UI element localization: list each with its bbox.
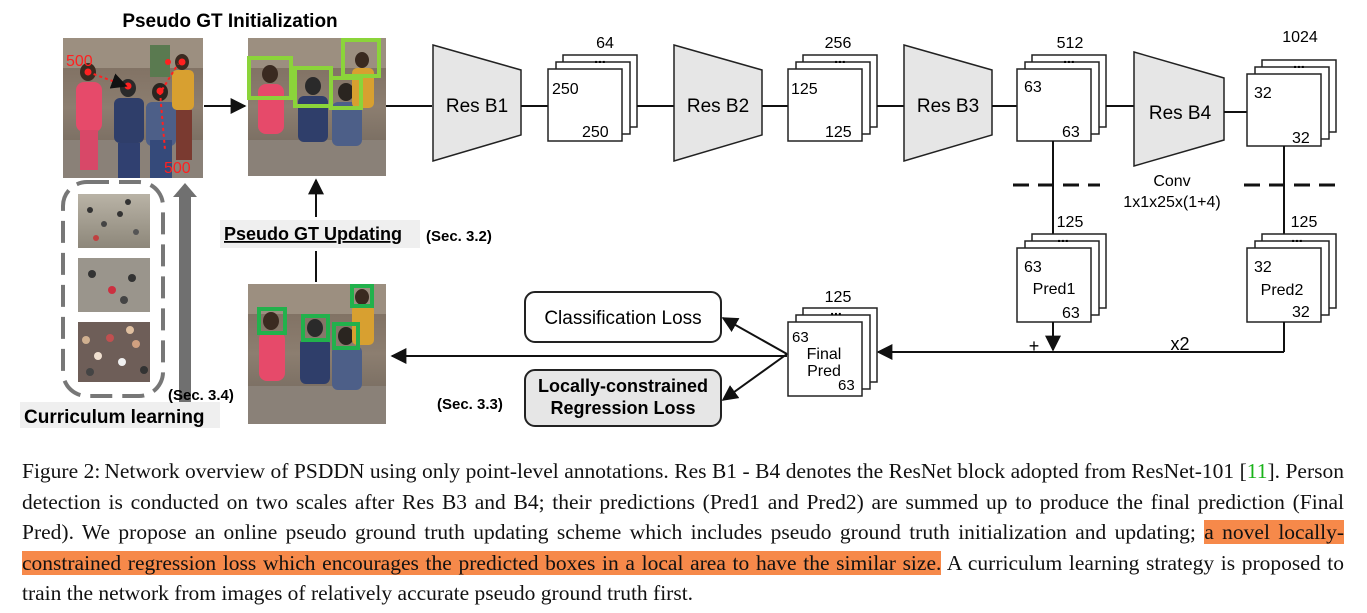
svg-text:Classification Loss: Classification Loss (544, 308, 701, 329)
svg-text:63: 63 (838, 377, 855, 394)
sec34-label: (Sec. 3.4) (168, 387, 234, 404)
svg-text:32: 32 (1254, 259, 1272, 276)
svg-text:250: 250 (582, 124, 609, 141)
svg-text:Final: Final (807, 346, 842, 363)
citation-link[interactable]: 11 (1246, 459, 1268, 483)
svg-text:Res B1: Res B1 (446, 96, 508, 117)
svg-text:Res B2: Res B2 (687, 96, 749, 117)
svg-text:125: 125 (1291, 214, 1318, 231)
final-pred-stack: ... 125 63 Final Pred 63 (787, 289, 878, 397)
res-block-4: Res B4 (1133, 51, 1225, 167)
point-count-top: 500 (66, 53, 93, 70)
svg-text:250: 250 (552, 81, 579, 98)
network-overview-figure: Pseudo GT Initialization 500 500 (20, 11, 1337, 428)
caption-label: Figure 2: (22, 459, 101, 483)
svg-text:63: 63 (1062, 124, 1080, 141)
sec33-label: (Sec. 3.3) (437, 396, 503, 413)
svg-text:125: 125 (825, 124, 852, 141)
svg-text:512: 512 (1057, 35, 1084, 52)
sec32-label: (Sec. 3.2) (426, 228, 492, 245)
crowd-image-updated-boxes (248, 284, 386, 424)
svg-text:...: ... (1293, 55, 1305, 71)
regression-loss-box: Locally-constrained Regression Loss (524, 369, 722, 427)
svg-text:Locally-constrained: Locally-constrained (538, 376, 708, 396)
crowd-image-points (63, 38, 203, 178)
svg-text:32: 32 (1292, 304, 1310, 321)
conv-label-1: Conv (1153, 173, 1190, 190)
svg-text:Regression Loss: Regression Loss (550, 398, 695, 418)
svg-text:...: ... (830, 302, 842, 318)
svg-text:64: 64 (596, 35, 614, 52)
svg-text:63: 63 (1024, 259, 1042, 276)
svg-text:256: 256 (825, 35, 852, 52)
classification-loss-box: Classification Loss (524, 291, 722, 343)
pred1-stack: ... 125 63 Pred1 63 (1016, 214, 1107, 323)
svg-text:Res B3: Res B3 (917, 96, 979, 117)
curriculum-label: Curriculum learning (24, 407, 205, 428)
res-block-2: Res B2 (673, 44, 763, 163)
svg-text:63: 63 (792, 329, 809, 346)
svg-text:125: 125 (825, 289, 852, 306)
svg-text:Res B4: Res B4 (1149, 103, 1212, 124)
feature-stack-2: ... 256 125 125 (787, 35, 878, 142)
svg-text:...: ... (834, 50, 846, 66)
pseudo-gt-updating-label: Pseudo GT Updating (224, 224, 402, 244)
pred2-stack: ... 125 32 Pred2 32 (1246, 214, 1337, 323)
svg-text:...: ... (594, 50, 606, 66)
crowd-image-init-boxes (247, 38, 386, 176)
sum-plus: + (1029, 336, 1040, 356)
feature-stack-1: ... 64 250 250 (547, 35, 638, 142)
svg-text:Pred1: Pred1 (1033, 281, 1076, 298)
svg-text:...: ... (1057, 229, 1069, 245)
figure-caption: Figure 2:Network overview of PSDDN using… (22, 456, 1344, 609)
svg-text:32: 32 (1292, 130, 1310, 147)
svg-text:125: 125 (1057, 214, 1084, 231)
curriculum-thumbnails (78, 194, 150, 382)
feature-stack-4: ... 1024 32 32 (1246, 29, 1337, 147)
feature-stack-3: ... 512 63 63 (1016, 35, 1107, 142)
svg-text:Pred2: Pred2 (1261, 282, 1304, 299)
curriculum-arrow (173, 183, 197, 402)
svg-text:1024: 1024 (1282, 29, 1318, 46)
svg-text:63: 63 (1062, 305, 1080, 322)
caption-text-2: ]. Person detection is conducted on two … (22, 459, 1345, 544)
curriculum-panel (61, 180, 165, 398)
svg-text:Pred: Pred (807, 363, 841, 380)
svg-text:63: 63 (1024, 79, 1042, 96)
res-block-3: Res B3 (903, 44, 993, 163)
upsample-x2: x2 (1170, 334, 1189, 354)
pseudo-gt-init-title: Pseudo GT Initialization (122, 11, 337, 32)
caption-text-1: Network overview of PSDDN using only poi… (104, 459, 1247, 483)
res-block-1: Res B1 (432, 44, 522, 163)
svg-text:125: 125 (791, 81, 818, 98)
svg-text:32: 32 (1254, 85, 1272, 102)
svg-text:...: ... (1063, 50, 1075, 66)
conv-label-2: 1x1x25x(1+4) (1123, 194, 1220, 211)
point-count-bottom: 500 (164, 160, 191, 177)
svg-text:...: ... (1291, 229, 1303, 245)
caption-text-3: A curriculum learning strategy is propos… (22, 550, 1344, 606)
